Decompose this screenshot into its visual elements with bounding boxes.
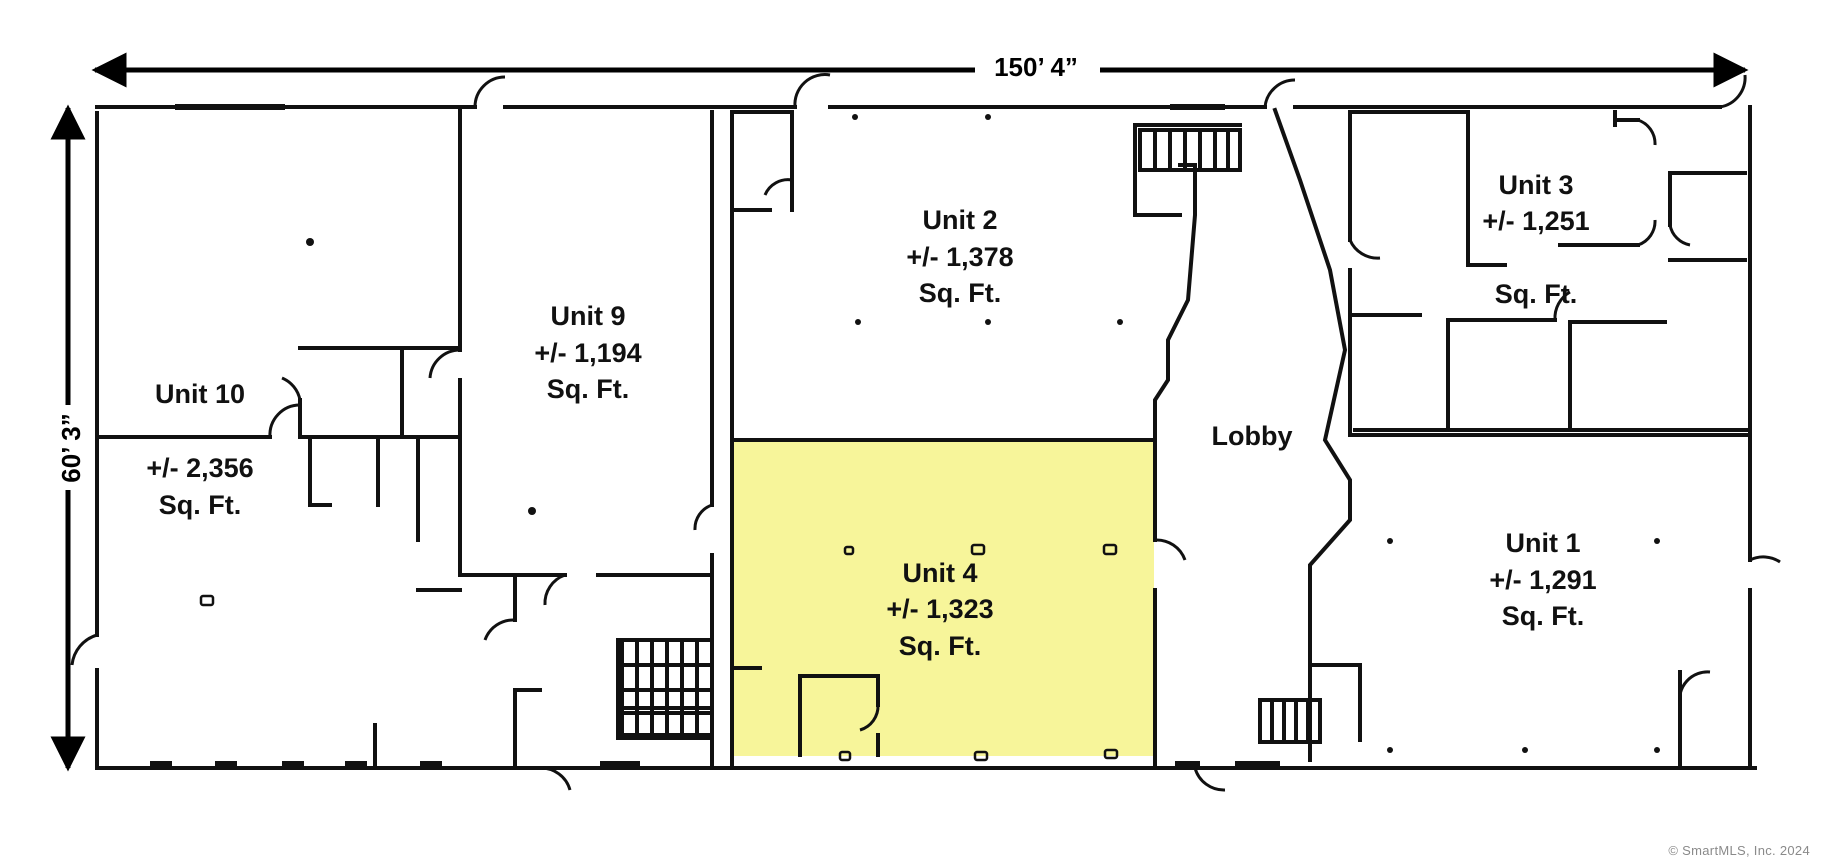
- unit-9-sqft: Sq. Ft.: [547, 374, 630, 404]
- unit-10-label: Unit 10 +/- 2,356 Sq. Ft.: [146, 379, 253, 520]
- unit-2-area: +/- 1,378: [906, 242, 1013, 272]
- unit-1-sqft: Sq. Ft.: [1502, 601, 1585, 631]
- width-dimension-label: 150’ 4”: [994, 52, 1078, 82]
- unit-3-sqft: Sq. Ft.: [1495, 279, 1578, 309]
- unit-4-highlight: [732, 442, 1154, 756]
- unit-9-label: Unit 9 +/- 1,194 Sq. Ft.: [534, 301, 641, 404]
- unit-2-label: Unit 2 +/- 1,378 Sq. Ft.: [906, 205, 1013, 308]
- door-swings: [70, 73, 1781, 792]
- unit-10-sqft: Sq. Ft.: [159, 490, 242, 520]
- unit-1-name: Unit 1: [1505, 528, 1580, 558]
- unit-4-label: Unit 4 +/- 1,323 Sq. Ft.: [886, 558, 993, 661]
- walls: [95, 105, 1757, 770]
- unit-1-area: +/- 1,291: [1489, 565, 1596, 595]
- unit-9-name: Unit 9: [550, 301, 625, 331]
- unit-4-name: Unit 4: [902, 558, 977, 588]
- unit-4-area: +/- 1,323: [886, 594, 993, 624]
- width-dimension: 150’ 4”: [91, 52, 1749, 88]
- height-dimension: 60’ 3”: [50, 104, 86, 772]
- unit-9-area: +/- 1,194: [534, 338, 641, 368]
- unit-3-name: Unit 3: [1498, 170, 1573, 200]
- lobby-label: Lobby: [1212, 421, 1293, 451]
- columns: [199, 114, 1660, 762]
- copyright-notice: © SmartMLS, Inc. 2024: [1668, 843, 1810, 858]
- unit-2-sqft: Sq. Ft.: [919, 278, 1002, 308]
- unit-10-area: +/- 2,356: [146, 453, 253, 483]
- unit-1-label: Unit 1 +/- 1,291 Sq. Ft.: [1489, 528, 1596, 631]
- windows: [150, 104, 1280, 768]
- unit-4-sqft: Sq. Ft.: [899, 631, 982, 661]
- unit-2-name: Unit 2: [922, 205, 997, 235]
- stairs: [620, 128, 1322, 744]
- unit-10-name: Unit 10: [155, 379, 245, 409]
- unit-3-area: +/- 1,251: [1482, 206, 1589, 236]
- height-dimension-label: 60’ 3”: [56, 413, 86, 482]
- unit-3-label: Unit 3 +/- 1,251 Sq. Ft.: [1482, 170, 1589, 309]
